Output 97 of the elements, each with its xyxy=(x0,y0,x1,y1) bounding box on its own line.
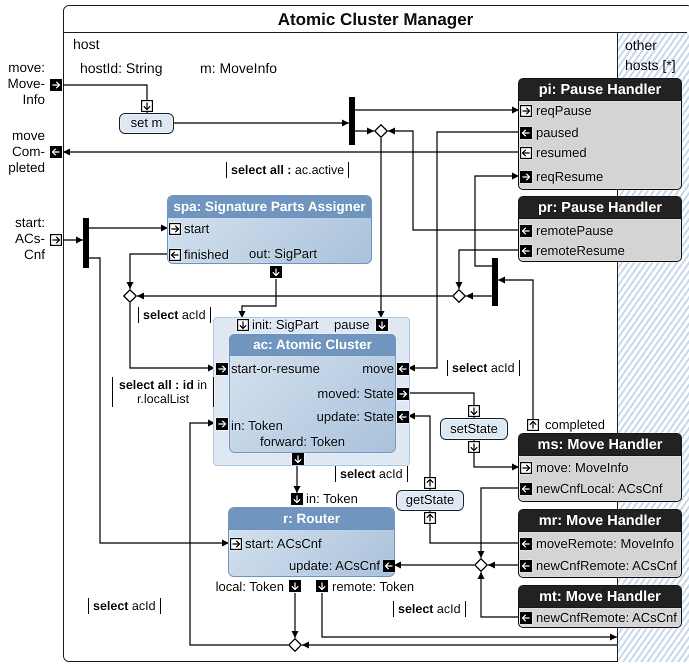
port-label: in: Token xyxy=(306,492,358,506)
connector-arrow xyxy=(355,106,519,114)
select-note: select all : ac.active xyxy=(226,162,350,178)
handler-title: pi: Pause Handler xyxy=(519,79,681,101)
component-title: ac: Atomic Cluster xyxy=(229,334,396,356)
port-label: newCnfRemote: ACsCnf xyxy=(536,611,677,625)
handler-box xyxy=(518,78,682,190)
connector-arrow xyxy=(174,120,349,126)
handler-box xyxy=(518,585,682,628)
component-box xyxy=(167,195,372,264)
region-label: other hosts [*] xyxy=(625,36,677,75)
connector-arrow xyxy=(63,236,83,244)
connector-arrow xyxy=(408,392,478,418)
connector-arrow xyxy=(408,131,519,372)
port-label: start-or-resume xyxy=(231,362,320,376)
connector-arrow xyxy=(473,440,519,470)
port-label: in: Token xyxy=(231,419,283,433)
connector-arrow xyxy=(189,420,288,646)
port-label: local: Token xyxy=(216,580,284,594)
handler-title: mt: Move Handler xyxy=(519,586,681,608)
port-label: update: ACsCnf xyxy=(288,559,380,573)
port-label: move xyxy=(362,362,394,376)
connector-arrow xyxy=(129,303,215,372)
connector-arrow xyxy=(321,593,617,640)
connector-arrow xyxy=(294,464,300,493)
port-label: pause xyxy=(334,318,370,332)
connector-arrow xyxy=(478,487,519,558)
connector-arrow xyxy=(426,511,519,544)
connector-arrow xyxy=(238,279,277,318)
attribute-label: hostId: String xyxy=(80,61,162,75)
connector-arrow xyxy=(63,148,519,156)
port-label: reqPause xyxy=(536,104,592,118)
port-label: start: ACs- Cnf xyxy=(14,215,45,263)
port-label: paused xyxy=(536,126,579,140)
port-label: move: MoveInfo xyxy=(536,461,628,475)
select-note: select acId xyxy=(88,598,161,614)
diagram-title: Atomic Cluster Manager xyxy=(64,6,687,33)
port-label: start xyxy=(184,222,210,236)
connector-arrow xyxy=(498,276,534,419)
port-label: move Com- pleted xyxy=(7,128,45,176)
connector-arrow xyxy=(456,249,519,289)
select-note: select acId xyxy=(393,601,466,617)
port-label: remotePause xyxy=(536,224,614,238)
select-note: select acId xyxy=(447,360,520,376)
port-label: forward: Token xyxy=(260,435,346,449)
component-title: r: Router xyxy=(229,508,394,530)
port-label: moveRemote: MoveInfo xyxy=(536,537,674,551)
connector-arrow xyxy=(466,292,492,300)
port-label: start: ACsCnf xyxy=(245,537,322,551)
connector-arrow xyxy=(126,253,168,289)
handler-title: mr: Move Handler xyxy=(519,510,681,532)
action-box: getState xyxy=(396,490,464,511)
connector-arrow xyxy=(394,562,474,568)
handler-box xyxy=(518,433,682,502)
connector-arrow xyxy=(63,84,150,113)
port-label: newCnfLocal: ACsCnf xyxy=(536,482,662,496)
action-box: set m xyxy=(119,113,174,134)
select-note: select all : id in r.localList xyxy=(112,377,214,407)
component-title: spa: Signature Parts Assigner xyxy=(168,196,371,218)
select-note: select acId xyxy=(138,307,211,323)
connector-arrow xyxy=(478,572,519,618)
connector-arrow xyxy=(89,257,229,546)
connector-arrow xyxy=(488,562,519,568)
sync-bar xyxy=(83,218,89,268)
port-label: init: SigPart xyxy=(252,318,318,332)
sync-bar xyxy=(349,97,355,145)
region-label: host xyxy=(73,37,100,51)
port-label: remoteResume xyxy=(536,244,625,258)
component-frame xyxy=(213,317,410,466)
port-label: completed xyxy=(545,418,605,432)
connector-arrow xyxy=(355,128,374,134)
connector-arrow xyxy=(474,172,519,267)
handler-box xyxy=(518,509,682,578)
port-label: out: SigPart xyxy=(249,247,317,261)
connector-arrow xyxy=(292,593,298,638)
connector-arrow xyxy=(388,128,519,231)
connector-arrow xyxy=(89,224,168,232)
action-box: setState xyxy=(440,418,508,440)
attribute-label: m: MoveInfo xyxy=(200,61,278,75)
component-box xyxy=(228,507,395,577)
connector-arrow xyxy=(408,412,431,490)
port-label: moved: State xyxy=(317,387,394,401)
port-label: newCnfRemote: ACsCnf xyxy=(536,559,677,573)
port-label: finished xyxy=(184,248,229,262)
select-note: select acId xyxy=(335,466,408,482)
port-label: update: State xyxy=(316,410,394,424)
connector-arrow xyxy=(137,292,452,300)
handler-title: pr: Pause Handler xyxy=(519,197,681,219)
port-label: move: Move- Info xyxy=(6,60,45,108)
connector-arrow xyxy=(302,642,617,648)
port-label: remote: Token xyxy=(332,580,414,594)
handler-title: ms: Move Handler xyxy=(519,434,681,456)
sync-bar xyxy=(492,258,498,306)
port-label: resumed xyxy=(536,146,587,160)
handler-box xyxy=(518,196,682,262)
port-label: reqResume xyxy=(536,170,604,184)
connector-arrow xyxy=(378,138,384,318)
